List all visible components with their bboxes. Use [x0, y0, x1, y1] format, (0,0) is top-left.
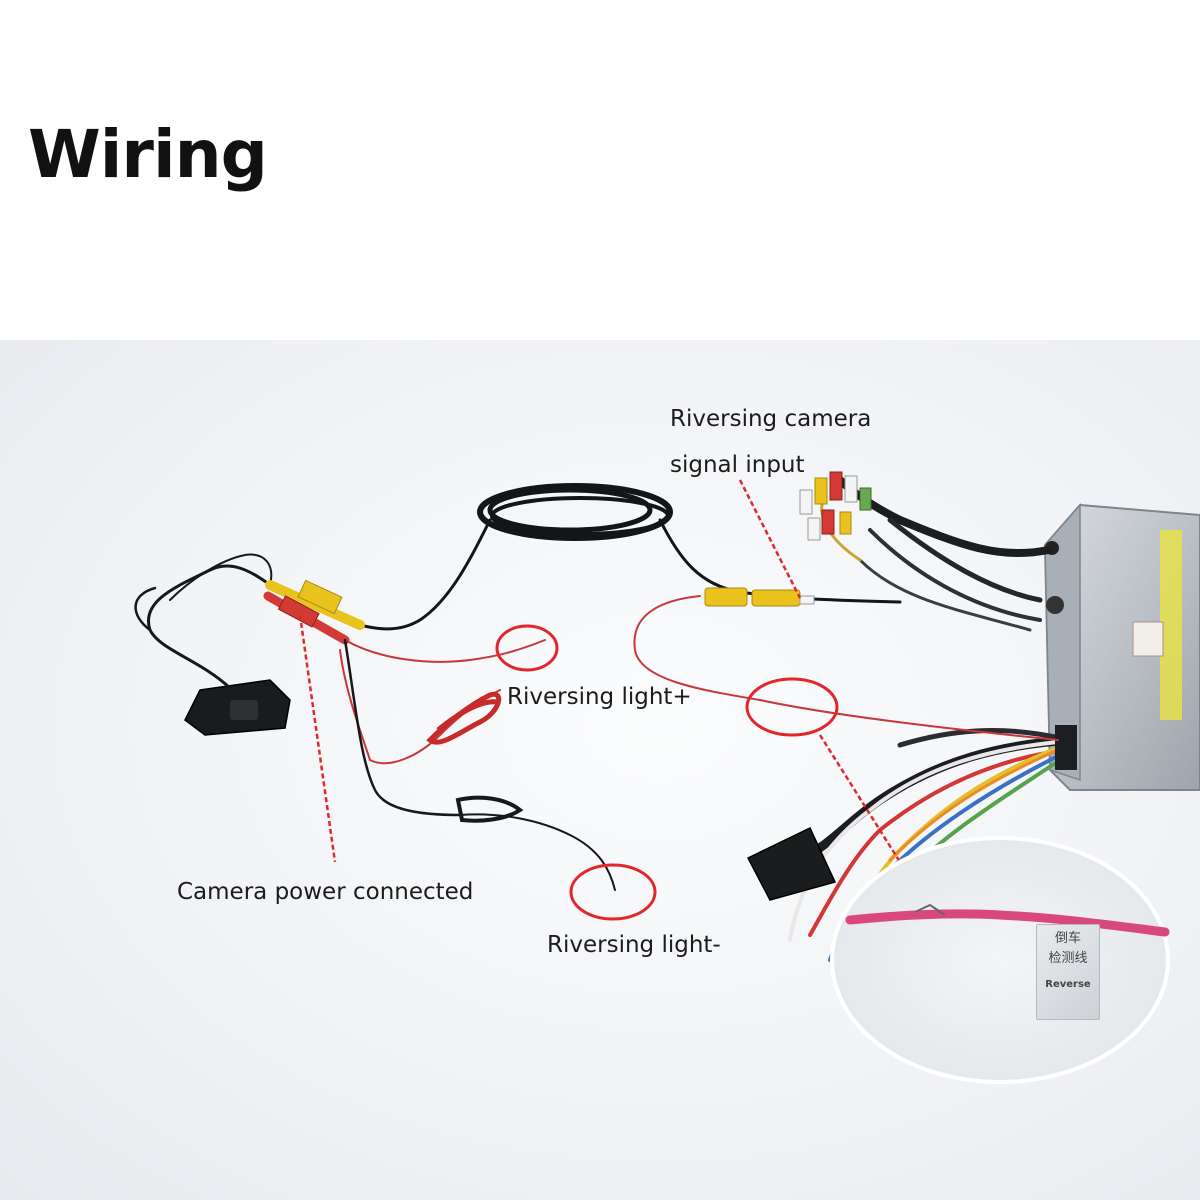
- camera-cable: [134, 553, 273, 690]
- callout-circle-reverse-detect: [745, 677, 839, 737]
- head-unit-yellow-label: [1160, 530, 1182, 720]
- inset-magnifier: [830, 836, 1170, 1084]
- page-title: Wiring: [28, 116, 268, 193]
- callout-circle-light-minus: [569, 863, 657, 921]
- reverse-wire-tag: 倒车 检测线 Reverse: [1036, 924, 1100, 1020]
- callout-circle-light-plus: [495, 624, 559, 672]
- iso-connector: [746, 725, 1077, 901]
- label-camera-signal-input-line2: signal input: [670, 452, 805, 478]
- reverse-wire-tag-line3: Reverse: [1045, 979, 1091, 990]
- label-reversing-light-positive: Riversing light+: [507, 684, 692, 710]
- label-reversing-light-negative: Riversing light-: [547, 932, 721, 958]
- rca-plugs: [799, 471, 872, 541]
- reverse-wire-tag-line1: 倒车: [1054, 931, 1081, 946]
- extension-cable-coil: [358, 483, 902, 631]
- signal-rca-joint: [704, 587, 815, 607]
- label-camera-signal-input-line1: Riversing camera: [670, 406, 872, 432]
- callout-circles: [495, 624, 839, 921]
- label-camera-power-connected: Camera power connected: [177, 879, 474, 905]
- callout-lines: [298, 479, 907, 871]
- reverse-wire-tag-line2: 检测线: [1048, 951, 1088, 966]
- callout-line-reverse-detect: [818, 734, 907, 871]
- head-unit-sticker: [1132, 621, 1164, 657]
- camera-rca-joint: [263, 579, 365, 645]
- head-unit: [1043, 503, 1200, 791]
- reversing-camera: [184, 679, 291, 736]
- callout-line-power: [298, 614, 337, 863]
- callout-line-signal: [738, 479, 802, 599]
- reverse-negative-wire: [343, 638, 616, 891]
- red-wire-coil: [426, 691, 502, 745]
